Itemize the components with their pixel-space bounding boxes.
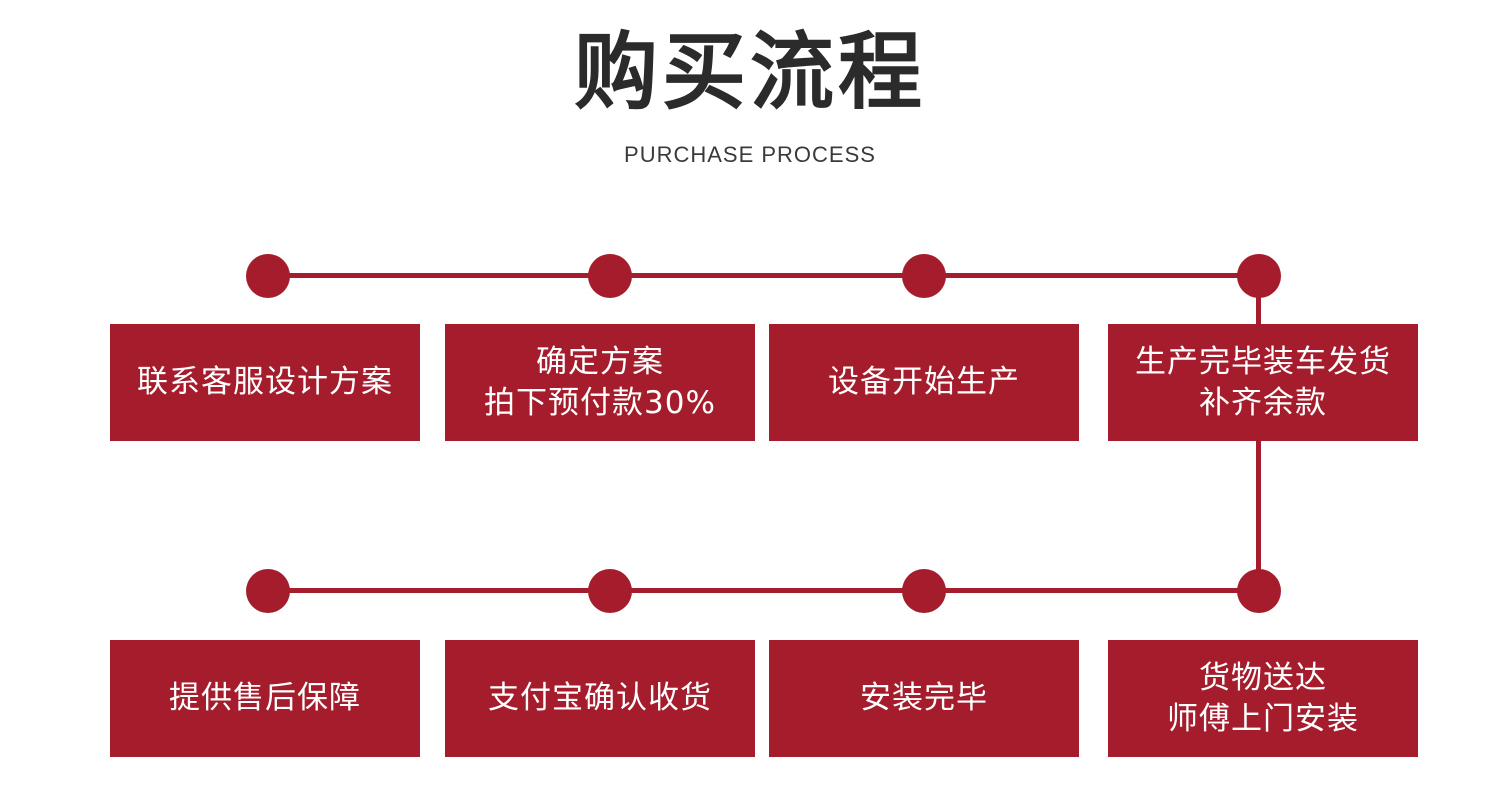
step-box-4-line-1: 生产完毕装车发货 [1135,343,1391,380]
top-timeline-line [268,273,1260,278]
step-box-2-line-2: 拍下预付款30% [484,384,716,421]
step-dot-1 [246,254,290,298]
step-box-3-line-1: 设备开始生产 [828,364,1020,400]
step-box-8: 提供售后保障 [110,640,420,757]
step-box-2: 确定方案 拍下预付款30% [445,324,755,441]
step-box-6: 安装完毕 [769,640,1079,757]
page-title: 购买流程 [573,23,926,121]
step-dot-7 [588,569,632,613]
step-box-5-line-2: 师傅上门安装 [1167,700,1359,737]
step-dot-2 [588,254,632,298]
step-box-3: 设备开始生产 [769,324,1079,441]
step-box-6-line-1: 安装完毕 [860,680,988,716]
step-box-5: 货物送达 师傅上门安装 [1108,640,1418,757]
step-box-7: 支付宝确认收货 [445,640,755,757]
step-box-7-line-1: 支付宝确认收货 [488,680,712,716]
step-dot-5 [1237,569,1281,613]
bottom-timeline-line [268,588,1260,593]
page-subtitle: PURCHASE PROCESS [624,142,876,167]
step-box-4: 生产完毕装车发货 补齐余款 [1108,324,1418,441]
step-dot-4 [1237,254,1281,298]
step-box-1-line-1: 联系客服设计方案 [137,364,393,400]
step-box-1: 联系客服设计方案 [110,324,420,441]
step-dot-6 [902,569,946,613]
step-dot-3 [902,254,946,298]
step-dot-8 [246,569,290,613]
step-box-5-line-1: 货物送达 [1199,659,1327,696]
step-box-8-line-1: 提供售后保障 [169,680,361,716]
step-box-4-line-2: 补齐余款 [1199,384,1327,421]
step-box-2-line-1: 确定方案 [536,343,664,380]
